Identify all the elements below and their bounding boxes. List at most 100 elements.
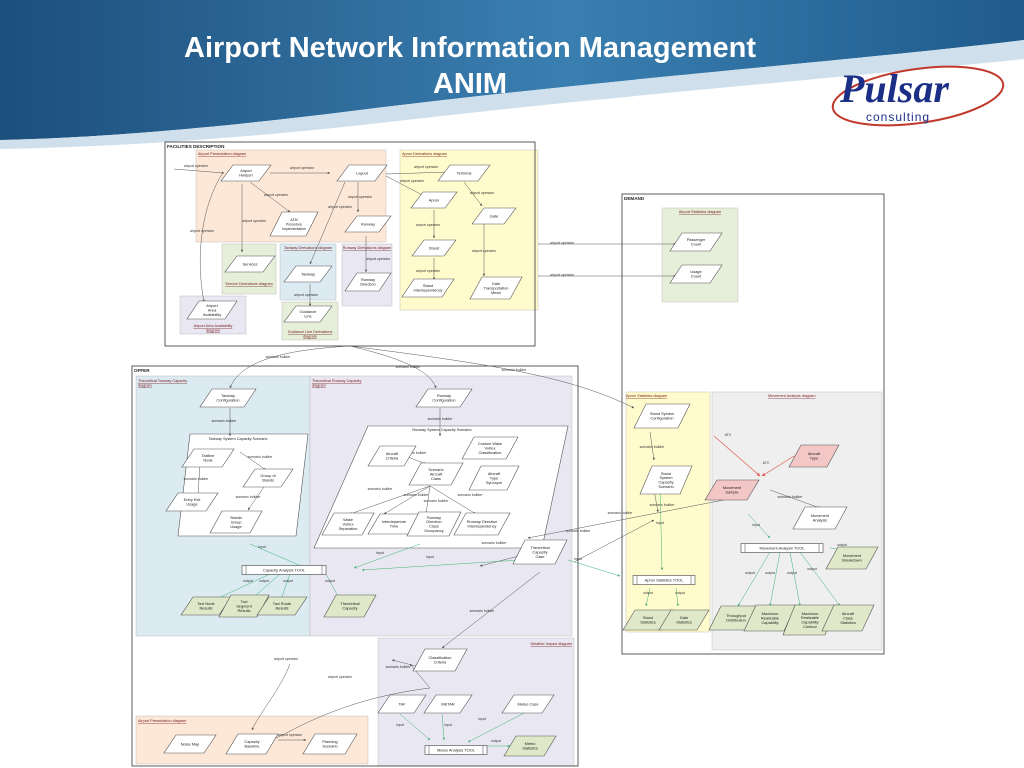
node-label-capacity-baseline: Capacity xyxy=(244,739,259,744)
node-metar xyxy=(423,694,473,714)
node-label-runway-direction: Runway xyxy=(361,277,375,282)
edge-label-metar-classification: scenario builder xyxy=(386,665,412,669)
edge-case-apron-tool xyxy=(567,559,621,577)
node-label-aircraft-type: Type xyxy=(810,456,818,461)
edge-layout-terminal xyxy=(385,170,451,175)
region-label-theoretical-taxiway-capacity: Theoretical Taxiway Capacity xyxy=(138,379,187,383)
node-label-theoretical-capacity-case: Theoretical xyxy=(530,545,549,550)
region-label-guidance-line-derivations: diagram xyxy=(303,335,317,339)
node-label-movement-analysis-node: Movement xyxy=(811,513,830,518)
node-movement-analysis-node xyxy=(792,506,848,530)
edge-label-criteria-class: scenario builder xyxy=(402,451,428,455)
edge-out-class-stats xyxy=(799,551,841,607)
node-label-planning-scenario: Scenario xyxy=(322,744,337,749)
node-capacity-baseline xyxy=(225,733,279,755)
node-label-passenger-count: Count xyxy=(691,242,702,247)
node-passenger-count xyxy=(669,232,723,252)
region-label-runway-system-capacity-scenario: Runway System Capacity Scenario xyxy=(412,428,471,432)
node-label-stand-system-capacity-scenario: Capacity xyxy=(658,480,673,485)
node-taxiline-node xyxy=(181,448,235,468)
edge-label-sb-stand-config: scenario builder xyxy=(502,368,528,372)
edge-label-taxiline-entry: scenario builder xyxy=(184,477,210,481)
node-usage-count xyxy=(669,264,723,284)
edge-label-case-apron-tool: input xyxy=(574,557,582,561)
node-label-guidance-line: Guidance xyxy=(300,309,317,314)
region-label-weather-impact: Weather Impact diagram xyxy=(530,642,572,646)
edge-label-heliport-services: airport operator xyxy=(242,219,267,223)
node-group-of-stands xyxy=(242,468,294,488)
node-gate-statistics xyxy=(658,609,710,631)
tool-capacity-analysis-tool xyxy=(241,565,327,575)
region-label-airport-area-availability: diagram xyxy=(206,329,220,333)
edge-sb-runway-config xyxy=(349,345,437,389)
node-movement-breakdown xyxy=(825,546,879,570)
tool-label-movement-analysis-tool: Movement Analysis TOOL xyxy=(759,546,805,551)
region-label-theoretical-runway-capacity: diagram xyxy=(312,384,326,388)
node-label-meteo-case: Meteo Case xyxy=(518,701,539,706)
node-label-stand-system-configuration: Configuration xyxy=(650,416,673,421)
node-label-taxi-segment-results: Results xyxy=(238,608,251,613)
node-label-maximum-realizable-capability: Realizable xyxy=(761,615,779,620)
node-stands-group-usage xyxy=(209,510,263,534)
node-label-taxiway-configuration: Taxiway xyxy=(221,393,235,398)
node-label-taxi-node-results: Taxi Node xyxy=(197,601,214,606)
frame-offer xyxy=(131,365,579,767)
node-label-taxiline-node: Node xyxy=(203,458,212,463)
node-taxi-route-results xyxy=(256,596,308,616)
region-label-airport-presentation: Airport Presentation diagram xyxy=(198,152,246,156)
node-custom-wake-vortex xyxy=(461,436,519,460)
edge-label-class-occupancy: scenario builder xyxy=(424,499,450,503)
node-label-stands-group-usage: Usage xyxy=(230,524,241,529)
pulsar-consulting-logo: Pulsar consulting xyxy=(831,65,1005,127)
frame-title-facilities: FACILITIES DESCRIPTION xyxy=(167,144,225,149)
node-label-movement-breakdown: Breakdown xyxy=(842,558,861,563)
node-label-maximum-realizable-capability-contour: Contour xyxy=(803,624,818,629)
node-label-stand-system-capacity-scenario: System xyxy=(660,475,673,480)
slide-title-line-2: ANIM xyxy=(432,68,508,100)
node-label-runway: Runway xyxy=(361,221,375,226)
node-label-atm-procedure: Procedure xyxy=(286,222,302,226)
node-label-stand-statistics: Statistics xyxy=(640,620,656,625)
node-label-runway-direction-interdependency: Interdependency xyxy=(468,524,497,529)
node-label-aircraft-class-statistics: Class xyxy=(843,615,853,620)
edge-class-occupancy xyxy=(425,485,431,515)
node-aircraft-type-synonym xyxy=(468,465,520,491)
edge-sample-analysis xyxy=(769,489,821,509)
edge-stand-config-scenario xyxy=(649,431,655,461)
edge-out-stand-stats xyxy=(645,587,651,607)
region-label-apron-derivations: Apron Derivations diagram xyxy=(402,152,447,156)
edge-label-atc-config-movement: ATC xyxy=(725,433,732,437)
node-label-runway-direction-class-occupancy: Runway xyxy=(427,515,441,520)
node-label-gate-statistics: Gate xyxy=(680,615,688,620)
node-label-maximum-realizable-capability-contour: Realizable xyxy=(801,615,819,620)
node-runway-configuration xyxy=(415,388,473,408)
region-label-theoretical-taxiway-capacity: diagram xyxy=(138,384,152,388)
node-label-stand-interdependency: Interdependency xyxy=(414,288,443,293)
node-aircraft-class-statistics xyxy=(821,604,875,632)
region-label-apron-statistics: Apron Statistics diagram xyxy=(626,394,667,398)
node-label-runway-configuration: Configuration xyxy=(432,398,455,403)
region-label-airport-area-availability: Airport Area Availability xyxy=(194,324,233,328)
node-label-airport-heliport: Airport xyxy=(240,168,252,173)
edge-label-out-breakdown: output xyxy=(837,543,847,547)
node-aircraft-type xyxy=(788,444,840,468)
edge-label-ao-heliport: airport operator xyxy=(184,164,209,168)
edge-atc-type-movement xyxy=(761,455,795,477)
node-runway-direction-class-occupancy xyxy=(406,511,462,537)
node-aircraft-criteria xyxy=(367,445,417,467)
node-scenario-aircraft-class xyxy=(408,462,464,486)
node-label-maximum-realizable-capability: Capability xyxy=(761,620,778,625)
edge-label-stand-interdependency: airport operator xyxy=(416,269,441,273)
node-stand-system-configuration xyxy=(633,403,691,429)
node-label-airport-area-availability-node: Area xyxy=(208,307,217,312)
edge-meteo-case-input xyxy=(467,709,531,743)
region-airport-statistics xyxy=(661,207,739,303)
node-label-taxi-route-results: Results xyxy=(276,606,289,611)
edge-label-ao-usage: airport operator xyxy=(550,273,575,277)
node-label-aircraft-type: Aircraft xyxy=(808,451,821,456)
node-meteo-case xyxy=(501,694,555,714)
node-label-stands-group-usage: Group xyxy=(231,519,242,524)
node-label-taxiline-node: Taxiline xyxy=(202,453,215,458)
edge-label-stand-config-scenario: scenario builder xyxy=(640,445,666,449)
node-runway-direction-interdependency xyxy=(453,512,511,536)
